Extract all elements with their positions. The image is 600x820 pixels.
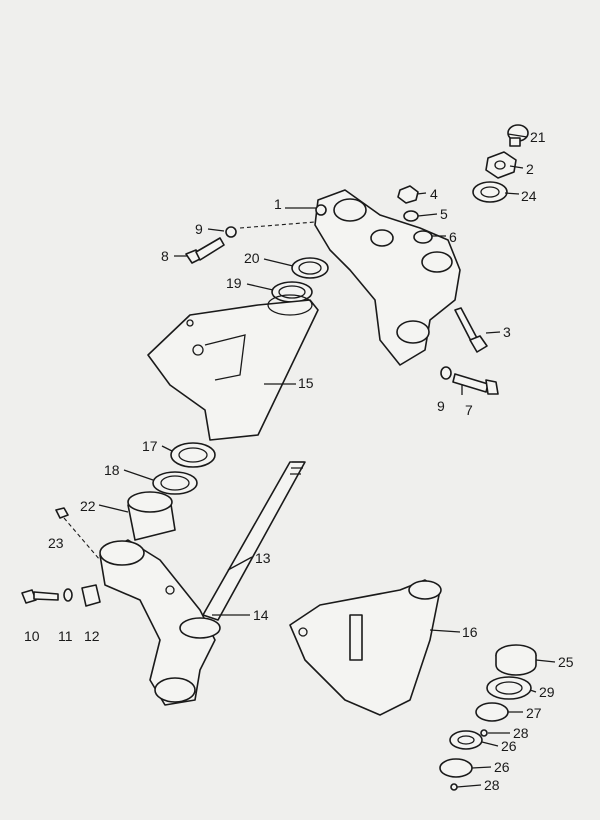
part-washer-5 [403, 210, 419, 222]
part-bolt-10 [21, 589, 59, 604]
part-bolt-8 [185, 237, 225, 264]
callout-18: 18 [104, 462, 120, 478]
callout-9: 9 [195, 221, 203, 237]
callout-27: 27 [526, 705, 542, 721]
part-washer-24 [472, 181, 508, 203]
callout-23: 23 [48, 535, 64, 551]
callout-19: 19 [226, 275, 242, 291]
part-bottom-bridge [99, 539, 221, 706]
callout-3: 3 [503, 324, 511, 340]
part-nut-2 [485, 151, 517, 179]
callout-26: 26 [501, 738, 517, 754]
callout-25: 25 [558, 654, 574, 670]
part-lock-plate-12 [81, 584, 101, 607]
part-race-19 [271, 281, 313, 303]
part-bolt-23 [55, 507, 101, 561]
part-washer-9 [225, 226, 237, 238]
part-top-bridge [314, 189, 461, 366]
part-ball-28 [480, 729, 488, 737]
callout-10: 10 [24, 628, 40, 644]
part-washer-9b [440, 366, 452, 380]
callout-5: 5 [440, 206, 448, 222]
part-race-29 [486, 676, 532, 700]
part-ball-28b [450, 783, 458, 791]
part-dust-seal-22 [127, 491, 176, 541]
callout-9b: 9 [437, 398, 445, 414]
callout-13: 13 [255, 550, 271, 566]
callout-29: 29 [539, 684, 555, 700]
part-seal-27 [475, 702, 509, 722]
callout-1: 1 [274, 196, 282, 212]
part-bearing-18 [152, 471, 198, 495]
callout-20: 20 [244, 250, 260, 266]
callout-11: 11 [58, 628, 73, 644]
part-washer-6 [413, 230, 433, 244]
leader-lines [98, 133, 556, 788]
part-race-17 [170, 442, 216, 468]
part-bolt-7 [452, 373, 499, 395]
part-bearing-20 [291, 257, 329, 279]
part-bracket-16 [289, 579, 442, 716]
callout-12: 12 [84, 628, 100, 644]
callout-14: 14 [253, 607, 269, 623]
callout-22: 22 [80, 498, 96, 514]
callout-7: 7 [465, 402, 473, 418]
callout-21: 21 [530, 129, 546, 145]
part-nut-25 [495, 644, 537, 676]
callout-28b: 28 [484, 777, 500, 793]
callout-2: 2 [526, 161, 534, 177]
callout-24: 24 [521, 188, 537, 204]
part-bolt-3 [454, 307, 488, 353]
callout-15: 15 [298, 375, 314, 391]
callout-17: 17 [142, 438, 158, 454]
part-steering-stem-13 [202, 461, 306, 621]
part-cover-15 [147, 294, 319, 441]
part-cone-26b [439, 758, 473, 778]
part-nut-4 [397, 185, 419, 204]
callout-16: 16 [462, 624, 478, 640]
callout-8: 8 [161, 248, 169, 264]
part-cone-26 [449, 730, 483, 750]
callout-6: 6 [449, 229, 457, 245]
callout-26b: 26 [494, 759, 510, 775]
callout-4: 4 [430, 186, 438, 202]
part-washer-11 [63, 588, 73, 602]
callout-28: 28 [513, 725, 529, 741]
